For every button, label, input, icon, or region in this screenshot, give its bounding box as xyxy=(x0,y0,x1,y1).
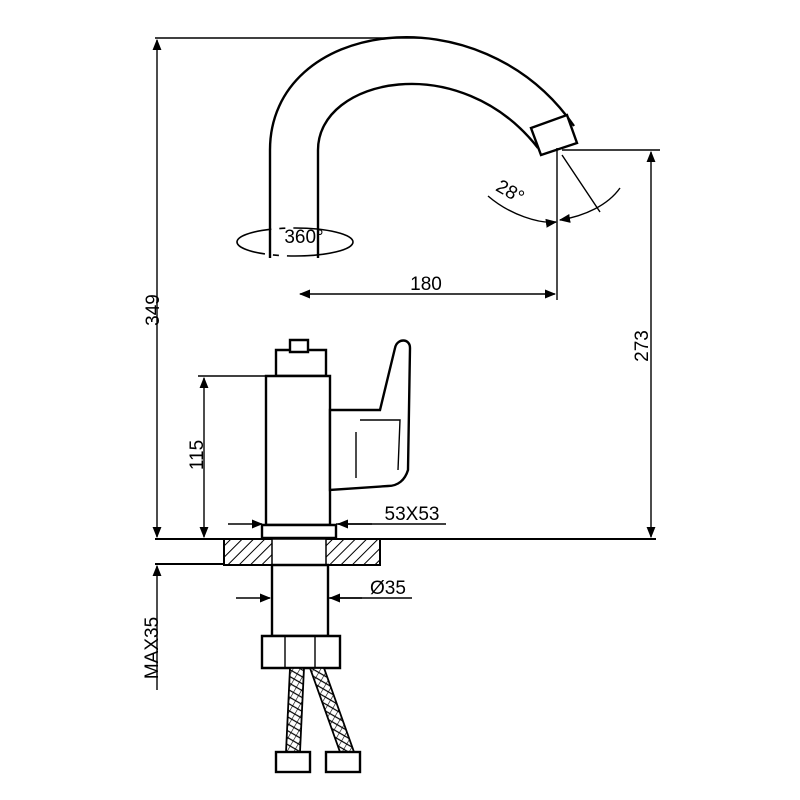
dim-max-thickness: MAX35 xyxy=(142,617,163,679)
swivel-collar xyxy=(274,348,328,378)
dim-base-size: 53X53 xyxy=(385,504,440,525)
hose-nut-left xyxy=(274,750,312,774)
dim-mount-diameter: Ø35 xyxy=(370,578,406,599)
dimension-lines xyxy=(152,37,660,690)
dim-swivel: 360° xyxy=(284,227,323,248)
base-plate xyxy=(260,523,338,540)
countertop-section xyxy=(155,538,656,566)
dim-reach: 180 xyxy=(410,274,442,295)
faucet-body xyxy=(264,374,332,527)
faucet-outline xyxy=(260,36,579,540)
spout-inner xyxy=(316,82,539,258)
spout-tip xyxy=(529,113,579,157)
lever-handle xyxy=(328,339,412,492)
hose-nut-right xyxy=(324,750,362,774)
supply-hoses xyxy=(274,667,362,774)
mounting-shank xyxy=(260,563,342,670)
spout-outer xyxy=(268,36,575,258)
dim-body-height: 115 xyxy=(187,440,208,470)
dim-spout-height: 273 xyxy=(632,330,653,362)
dim-total-height: 349 xyxy=(143,294,164,326)
